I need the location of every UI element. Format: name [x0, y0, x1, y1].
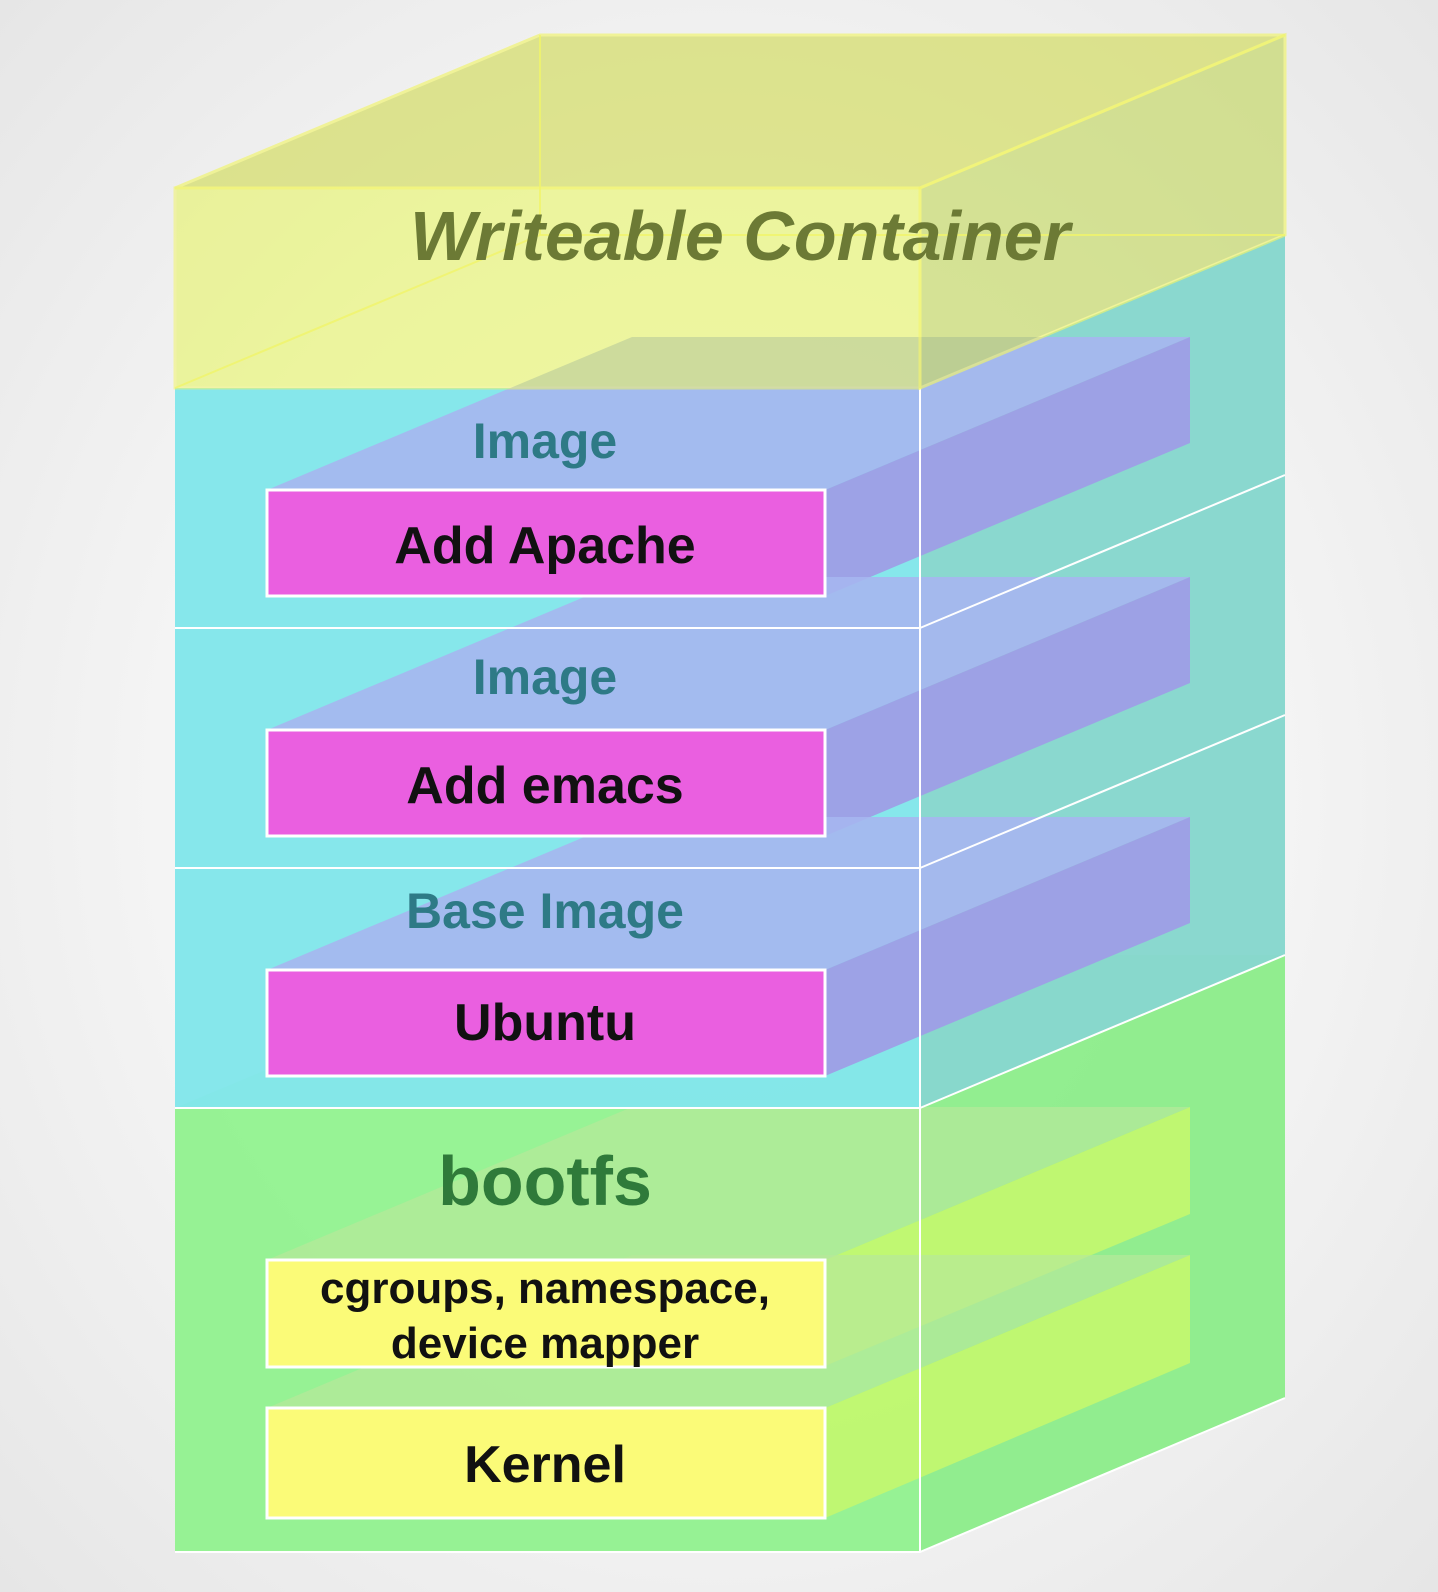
cgroups-label-line1: cgroups, namespace,	[320, 1264, 770, 1313]
cgroups-label-line2: device mapper	[391, 1319, 699, 1368]
image-label-apache: Image	[473, 413, 618, 469]
bootfs-label: bootfs	[438, 1142, 652, 1220]
writeable-container-layer	[173, 32, 1287, 391]
kernel-block	[265, 1406, 827, 1520]
kernel-label: Kernel	[464, 1436, 626, 1494]
add-apache-label: Add Apache	[394, 517, 695, 575]
ubuntu-block	[265, 968, 827, 1078]
add-emacs-block	[265, 728, 827, 838]
base-image-label: Base Image	[406, 883, 684, 939]
add-apache-block	[265, 488, 827, 598]
image-label-emacs: Image	[473, 649, 618, 705]
cgroups-block	[265, 1258, 827, 1369]
ubuntu-label: Ubuntu	[454, 994, 636, 1052]
image-layers	[175, 235, 1286, 1109]
add-emacs-label: Add emacs	[406, 757, 683, 815]
writeable-container-label: Writeable Container	[410, 197, 1074, 275]
